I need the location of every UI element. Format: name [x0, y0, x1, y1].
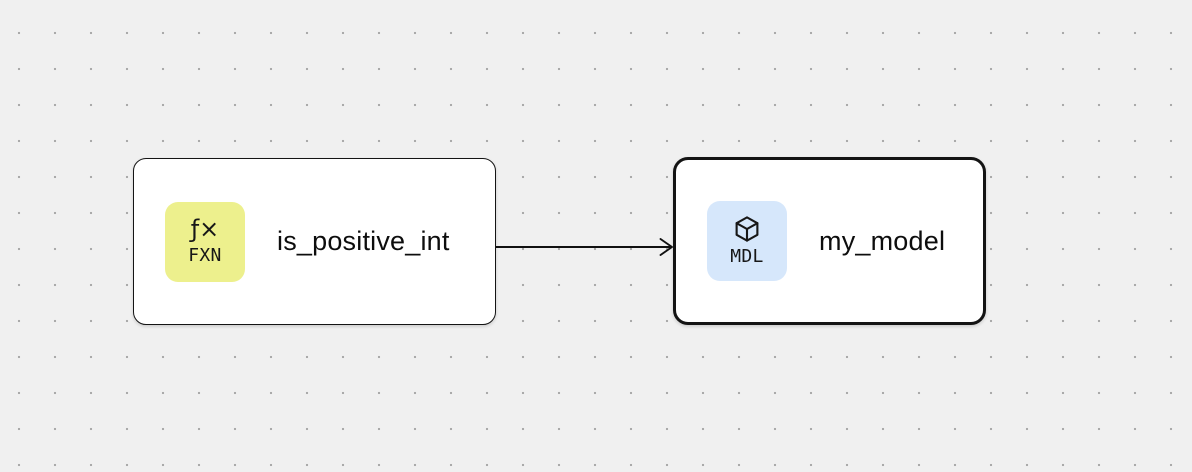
node-title-function: is_positive_int	[277, 226, 450, 256]
model-badge: MDL	[707, 201, 787, 281]
model-badge-label: MDL	[730, 246, 764, 268]
edge-arrow[interactable]	[495, 238, 673, 256]
function-badge-label: FXN	[188, 244, 222, 266]
cube-icon	[732, 214, 762, 244]
node-function[interactable]: ƒ× FXN is_positive_int	[133, 158, 496, 325]
function-badge: ƒ× FXN	[165, 201, 245, 282]
function-icon: ƒ×	[190, 215, 220, 244]
node-title-model: my_model	[819, 225, 946, 256]
node-model[interactable]: MDL my_model	[673, 157, 986, 325]
edge-arrowhead-icon	[659, 238, 673, 256]
